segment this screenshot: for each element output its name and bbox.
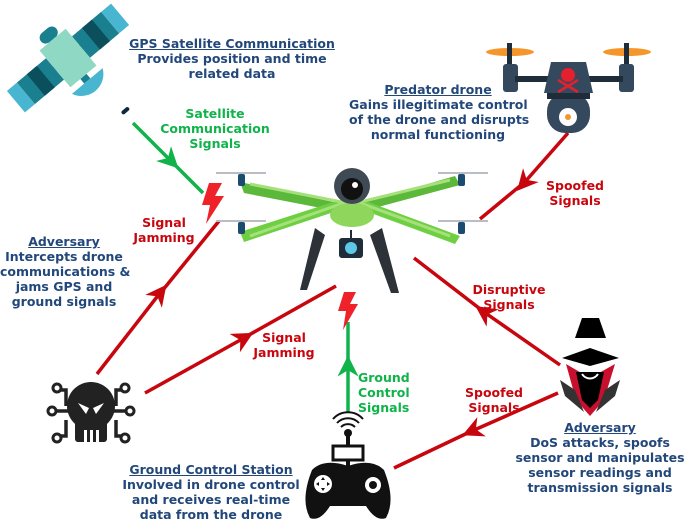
spoofed-line-gcs [393,391,559,470]
gps-label: GPS Satellite Communication Provides pos… [128,36,336,81]
spoofer-desc-4: transmission signals [527,480,673,495]
jammer-desc-3: jams GPS and [15,279,113,294]
gps-desc-2: related data [188,66,276,81]
spoofer-desc-1: DoS attacks, spoofs [530,435,670,450]
predator-desc-2: of the drone and disrupts [349,112,530,127]
jamming-line-bottom [144,284,337,395]
hacker-skull-icon [46,382,136,444]
satellite-signal-line [131,121,205,195]
signal-label-line: Communication [160,121,270,136]
predator-desc-1: Gains illegitimate control [349,97,528,112]
jammer-title: Adversary [28,234,100,249]
signal-label-line: Satellite [185,106,245,121]
spoofer-label: Adversary DoS attacks, spoofs sensor and… [515,420,685,495]
jammer-desc-2: communications & [0,264,131,279]
gps-title: GPS Satellite Communication [129,36,335,51]
skull-crossbones-icon [557,68,579,94]
signal-label-line: Signal [262,330,306,345]
gcs-label: Ground Control Station Involved in drone… [118,462,304,522]
signal-label-line: Control [358,385,410,400]
disruptive-line [412,256,562,367]
spy-hacker-icon [560,318,620,416]
gps-desc-1: Provides position and time [137,51,327,66]
jamming-bolt-icon [338,292,358,330]
jamming-line-top [95,219,221,376]
signal-label-line: Ground [358,370,410,385]
jamming-bolt-icon [202,183,224,224]
signal-label-line: Signals [483,297,535,312]
gcs-desc-1: Involved in drone control [122,477,300,492]
signal-label-line: Signals [549,193,601,208]
signal-label-line: Signals [189,136,241,151]
predator-drone-icon [486,43,651,133]
signal-label-line: Jamming [133,230,195,245]
quadcopter-drone-icon [216,168,488,293]
ground-control-signal-label: Ground Control Signals [358,370,414,415]
spoofed-predator-label: Spoofed Signals [537,178,613,208]
gcs-title: Ground Control Station [129,462,293,477]
remote-controller-icon [305,411,391,519]
signal-label-line: Signals [468,400,520,415]
jamming-top-label: Signal Jamming [126,215,202,245]
satellite-icon [6,3,130,115]
jammer-desc-1: Intercepts drone [5,249,123,264]
predator-title: Predator drone [384,82,492,97]
predator-label: Predator drone Gains illegitimate contro… [349,82,530,142]
signal-label-line: Jamming [253,345,315,360]
spoofed-gcs-label: Spoofed Signals [456,385,532,415]
signal-label-line: Signal [142,215,186,230]
jammer-label: Adversary Intercepts drone communication… [0,234,131,309]
spoofer-desc-3: sensor readings and [528,465,672,480]
signal-label-line: Signals [358,400,410,415]
spoofed-line-predator [478,131,570,221]
jamming-bottom-label: Signal Jamming [246,330,322,360]
jammer-desc-4: ground signals [11,294,117,309]
gcs-desc-3: data from the drone [139,507,283,522]
signal-label-line: Disruptive [472,282,546,297]
gcs-desc-2: and receives real-time [131,492,291,507]
disruptive-label: Disruptive Signals [464,282,554,312]
spoofer-desc-2: sensor and manipulates [515,450,685,465]
predator-desc-3: normal functioning [370,127,506,142]
satellite-signal-label: Satellite Communication Signals [160,106,270,151]
spoofer-title: Adversary [564,420,636,435]
signal-label-line: Spoofed [465,385,523,400]
signal-label-line: Spoofed [546,178,604,193]
